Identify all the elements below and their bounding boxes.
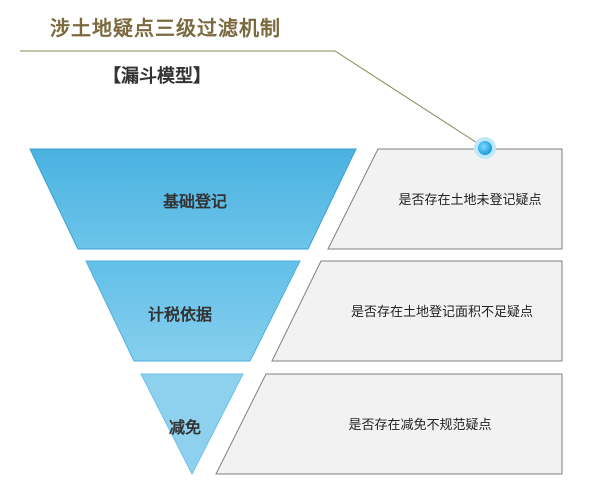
connector-dot xyxy=(478,141,492,155)
description-panel-3 xyxy=(215,373,563,475)
funnel-stage-2 xyxy=(85,260,301,362)
stage-label-1: 基础登记 xyxy=(162,192,227,211)
funnel-stage-1 xyxy=(29,148,357,250)
description-panel-1 xyxy=(327,148,563,250)
stage-description-3: 是否存在减免不规范疑点 xyxy=(348,418,492,433)
diagram-subtitle: 【漏斗模型】 xyxy=(103,66,211,87)
stage-description-2: 是否存在土地登记面积不足疑点 xyxy=(350,305,533,320)
leader-line xyxy=(20,50,486,149)
funnel-stage-3 xyxy=(140,373,244,476)
diagram-title: 涉土地疑点三级过滤机制 xyxy=(50,16,281,40)
stage-description-1: 是否存在土地未登记疑点 xyxy=(398,193,542,208)
stage-label-3: 减免 xyxy=(168,418,201,437)
description-panel-2 xyxy=(271,260,563,362)
stage-label-2: 计税依据 xyxy=(147,305,212,324)
